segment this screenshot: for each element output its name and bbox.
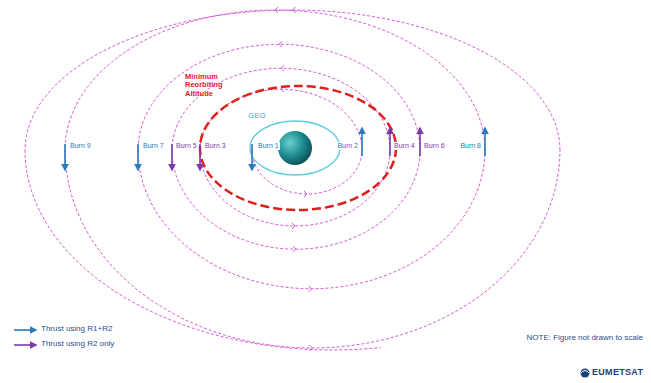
orbit-label: GEO — [247, 112, 267, 121]
orbit-direction-chevron — [293, 7, 296, 13]
transfer-orbit — [138, 44, 420, 150]
burn-label: Burn 7 — [142, 142, 165, 150]
burn-arrow — [419, 128, 421, 156]
logo-text: EUMETSAT — [592, 368, 643, 378]
transfer-orbit — [138, 150, 485, 289]
transfer-orbit — [25, 10, 560, 150]
orbit-direction-chevron — [275, 7, 278, 13]
legend-arrow-sample — [14, 344, 36, 346]
minimum-reorbiting-ellipse — [200, 86, 396, 210]
transfer-orbit — [172, 68, 390, 150]
burn-arrows — [65, 128, 485, 170]
burn-arrow — [251, 144, 253, 170]
orbit-direction-chevron — [279, 41, 282, 47]
transfer-orbit — [65, 150, 560, 348]
burn-label: Burn 4 — [393, 142, 416, 150]
burn-arrow — [137, 144, 139, 170]
burn-label: Burn 6 — [423, 142, 446, 150]
orbit-direction-chevron — [304, 191, 307, 197]
altitude-label: Minimum Reorbiting Altitude — [185, 73, 243, 98]
burn-arrow — [361, 128, 363, 156]
transfer-orbit — [65, 10, 485, 150]
burn-arrow — [64, 144, 66, 170]
orbit-direction-chevron — [309, 286, 312, 292]
orbit-direction-chevron — [293, 246, 296, 252]
burn-label: Burn 2 — [336, 142, 359, 150]
orbit-spiral — [25, 7, 560, 351]
orbit-direction-chevron — [292, 223, 295, 229]
legend-samples — [14, 330, 36, 345]
burn-label: Burn 3 — [204, 142, 227, 150]
burn-arrow — [389, 128, 391, 156]
geo-orbit — [250, 121, 340, 175]
burn-arrow — [171, 144, 173, 170]
burn-label: Burn 5 — [175, 142, 198, 150]
logo-dot — [581, 369, 590, 378]
earth — [278, 131, 312, 165]
transfer-orbit — [25, 150, 381, 350]
burn-arrow — [484, 128, 486, 156]
legend-arrow-sample — [14, 329, 36, 331]
burn-label: Burn 1 — [257, 142, 280, 150]
legend-text: Thrust using R1+R2 — [41, 325, 112, 334]
burn-arrow — [199, 144, 201, 170]
orbit-direction-chevron — [310, 345, 313, 351]
burn-label: Burn 8 — [459, 142, 482, 150]
logo-swoosh — [581, 371, 589, 374]
note-text: NOTE: Figure not drawn to scale — [527, 334, 644, 343]
burn-label: Burn 9 — [69, 142, 92, 150]
legend-text: Thrust using R2 only — [41, 340, 114, 349]
logo-mark — [581, 369, 590, 378]
orbit-direction-chevron — [281, 65, 284, 71]
